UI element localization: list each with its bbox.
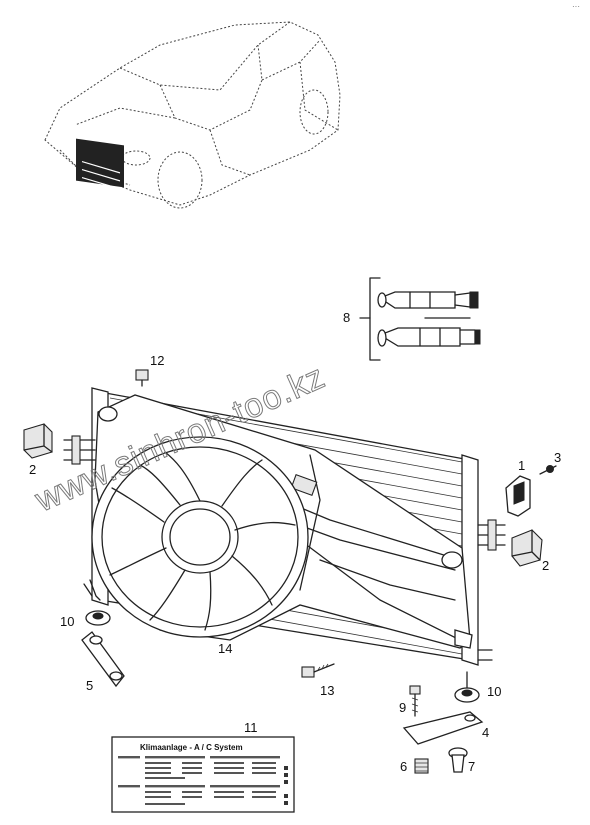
ac-system-label: Klimaanlage - A / C System	[111, 736, 295, 813]
ac-label-title: Klimaanlage - A / C System	[140, 743, 243, 752]
callout-12: 12	[150, 353, 164, 368]
callout-4: 4	[482, 725, 489, 740]
callout-2-right: 2	[542, 558, 549, 573]
bolt-3	[539, 465, 557, 475]
callout-8: 8	[343, 310, 350, 325]
callout-10-right: 10	[487, 684, 501, 699]
resistors	[359, 277, 481, 361]
corner-mark: ···	[572, 2, 580, 11]
bolt-9	[409, 685, 421, 717]
fan	[91, 436, 309, 638]
callouts: 1 2 2 3 4 5 6 7 8 9 10 10 11 12 13 14	[29, 310, 561, 774]
callout-13: 13	[320, 683, 334, 698]
callout-7: 7	[468, 759, 475, 774]
callout-11: 11	[244, 720, 258, 735]
callout-1: 1	[518, 458, 525, 473]
clip-10-right	[454, 671, 480, 703]
bracket-5	[81, 631, 125, 688]
rubber-mount-right	[511, 529, 543, 567]
grommet-7	[448, 747, 468, 773]
bracket-4	[402, 711, 484, 745]
callout-5: 5	[86, 678, 93, 693]
bolt-12	[135, 369, 149, 387]
highlighted-fan-area	[76, 138, 124, 188]
nut-6	[414, 758, 429, 774]
callout-14: 14	[218, 641, 232, 656]
rubber-mount-left	[23, 423, 53, 459]
callout-10-left: 10	[60, 614, 74, 629]
vehicle-illustration	[44, 21, 341, 209]
callout-3: 3	[554, 450, 561, 465]
callout-6: 6	[400, 759, 407, 774]
clip-10-left	[83, 579, 111, 626]
bolt-13	[301, 663, 335, 678]
callout-2-left: 2	[29, 462, 36, 477]
bracket	[505, 475, 531, 517]
callout-9: 9	[399, 700, 406, 715]
